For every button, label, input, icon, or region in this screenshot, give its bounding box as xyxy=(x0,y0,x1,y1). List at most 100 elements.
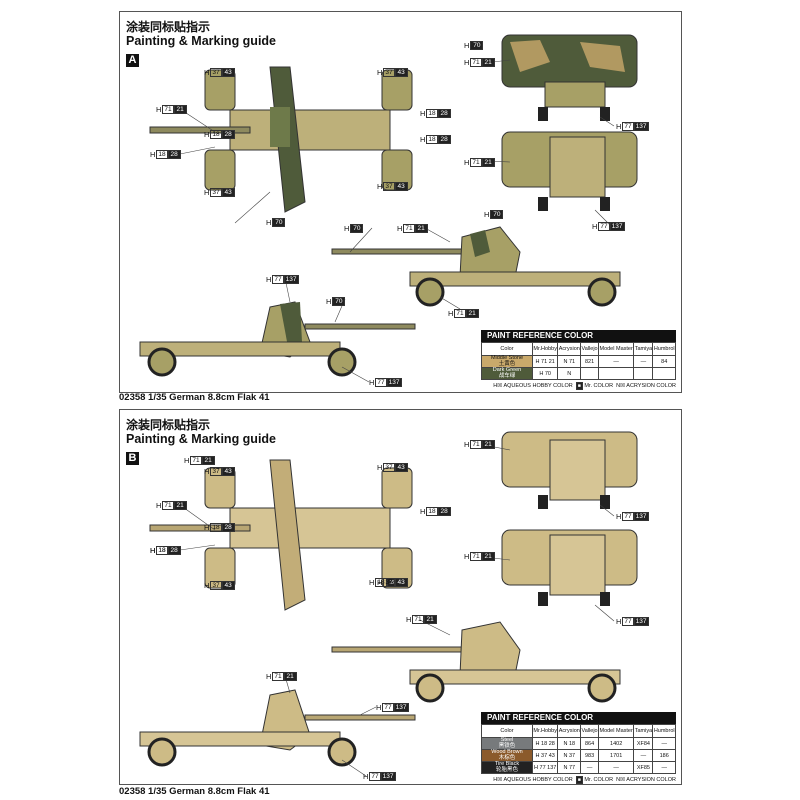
cell-acrysion: N 37 xyxy=(557,749,582,762)
hobby-code: 77 xyxy=(598,222,610,231)
cell-tamiya xyxy=(633,367,654,380)
scheme-badge: A xyxy=(126,54,139,67)
hobby-code: 18 xyxy=(210,130,222,139)
cell-humbrol xyxy=(652,367,676,380)
leader-lines xyxy=(179,444,615,777)
cell-vallejo xyxy=(580,367,599,380)
mr-color-code: 137 xyxy=(380,772,396,781)
cell-mr-hobby: H 18 28 xyxy=(531,737,559,750)
mr-color-code: 21 xyxy=(283,672,297,681)
title-chinese: 涂装同标贴指示 xyxy=(126,20,211,34)
mr-color-code: 43 xyxy=(221,68,235,77)
cell-acrysion: N 18 xyxy=(557,737,582,750)
hobby-code: 37 xyxy=(383,463,395,472)
col-model-master: Model Master xyxy=(597,724,635,738)
col-acrysion: Acrysion xyxy=(557,724,582,738)
cell-mr-hobby: H 70 xyxy=(531,367,559,380)
cell-mr-hobby: H 37 43 xyxy=(531,749,559,762)
mr-color-code: 28 xyxy=(167,150,181,159)
cell-mr-hobby: H 77 137 xyxy=(531,761,559,774)
hobby-code: 18 xyxy=(426,135,438,144)
mr-color-code: 70 xyxy=(470,41,484,50)
mr-color-code: 28 xyxy=(437,109,451,118)
cell-model-master: — xyxy=(597,355,635,368)
mr-color-code: 137 xyxy=(633,122,649,131)
paint-reference-title: PAINT REFERENCE COLOR xyxy=(481,330,676,342)
hobby-code: 37 xyxy=(383,578,395,587)
panel-scheme-b: 涂装同标贴指示 Painting & Marking guide B xyxy=(119,409,682,785)
col-model-master: Model Master xyxy=(597,342,635,356)
col-tamiya: Tamiya xyxy=(633,342,654,356)
hobby-code: 77 xyxy=(622,122,634,131)
cell-humbrol: — xyxy=(652,737,676,750)
cell-vallejo: — xyxy=(580,761,599,774)
mr-color-code: 21 xyxy=(423,615,437,624)
cell-mr-hobby: H 71 21 xyxy=(531,355,559,368)
title-english: Painting & Marking guide xyxy=(126,432,277,446)
mr-color-code: 28 xyxy=(167,546,181,555)
cell-humbrol: — xyxy=(652,761,676,774)
cell-tamiya: — xyxy=(633,355,654,368)
hobby-code: 77 xyxy=(622,512,634,521)
mr-color-code: 137 xyxy=(283,275,299,284)
side-view-right xyxy=(331,621,621,703)
mr-color-code: 43 xyxy=(221,467,235,476)
mr-color-code: 21 xyxy=(481,58,495,67)
mr-color-code: 28 xyxy=(221,130,235,139)
paint-reference-table: PAINT REFERENCE COLOR Color Mr.Hobby Acr… xyxy=(481,330,676,390)
hobby-code: 77 xyxy=(375,378,387,387)
mr-color-code: 70 xyxy=(490,210,504,219)
cell-tamiya: — xyxy=(633,749,654,762)
cell-vallejo: 983 xyxy=(580,749,599,762)
mr-color-code: 28 xyxy=(437,135,451,144)
cell-humbrol: 186 xyxy=(652,749,676,762)
cell-acrysion: N 77 xyxy=(557,761,582,774)
mr-color-code: 137 xyxy=(633,617,649,626)
title-chinese: 涂装同标贴指示 xyxy=(126,418,211,432)
col-humbrol: Humbrol xyxy=(652,342,676,356)
cell-vallejo: 864 xyxy=(580,737,599,750)
gun-illustrations xyxy=(139,431,638,777)
hobby-code: 18 xyxy=(426,109,438,118)
col-color: Color xyxy=(481,342,533,356)
mr-color-code: 21 xyxy=(465,309,479,318)
mr-color-code: 28 xyxy=(221,523,235,532)
col-mr-hobby: Mr.Hobby xyxy=(531,724,559,738)
cell-acrysion: N xyxy=(557,367,582,380)
hobby-code: 71 xyxy=(470,552,482,561)
top-view-illustration xyxy=(149,66,413,213)
cell-acrysion: N 71 xyxy=(557,355,582,368)
mr-color-code: 21 xyxy=(481,158,495,167)
cell-humbrol: 84 xyxy=(652,355,676,368)
hobby-code: 18 xyxy=(156,150,168,159)
cell-tamiya: XF85 xyxy=(633,761,654,774)
paint-legend: H☒ AQUEOUS HOBBY COLOR ■ Mr. COLOR N☒ AC… xyxy=(493,776,676,784)
mr-color-code: 43 xyxy=(394,68,408,77)
mr-color-code: 43 xyxy=(221,188,235,197)
shield-rear-view xyxy=(501,529,638,606)
